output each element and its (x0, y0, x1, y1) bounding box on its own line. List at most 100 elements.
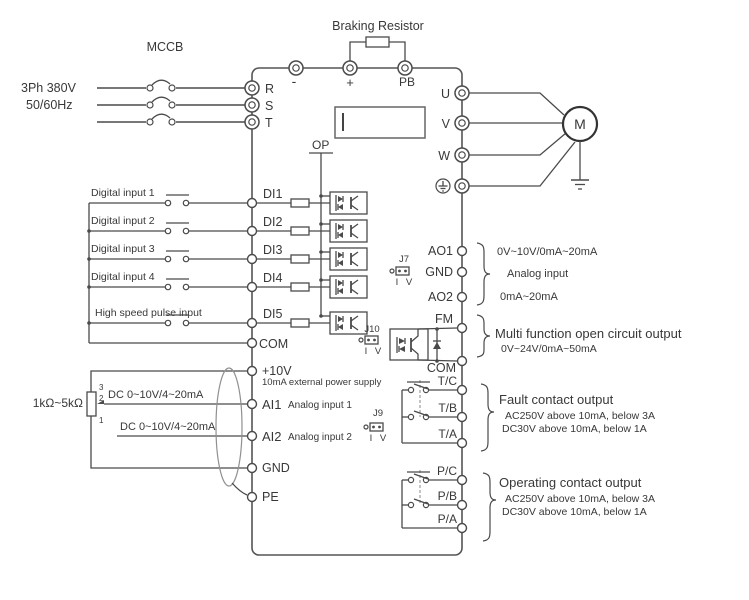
earth-icon (571, 141, 589, 190)
terminal-TA-label: T/A (438, 427, 457, 441)
di3-label: Digital input 3 (91, 243, 155, 255)
terminal-PB-relay-label: P/B (438, 489, 457, 503)
zener-diode-icon (433, 327, 441, 363)
terminal-S-label: S (265, 99, 273, 113)
terminal-PE (246, 491, 258, 503)
terminal-PB-label: PB (399, 75, 415, 89)
optocoupler-icon (329, 311, 368, 335)
terminal-DI3 (246, 253, 258, 265)
fm-spec: 0V~24V/0mA~50mA (501, 343, 597, 355)
terminal-DI2-label: DI2 (263, 215, 283, 229)
fault-brace-icon (480, 383, 495, 452)
terminal-PE-label: PE (262, 490, 279, 504)
digital-input-row-2: Digital input 2 DI2 (89, 215, 368, 243)
terminal-W (454, 147, 470, 163)
fault-spec1: AC250V above 10mA, below 3A (505, 410, 655, 422)
no-contact-icon (407, 410, 430, 421)
terminal-AO1 (456, 245, 468, 257)
digital-input-row-1: Digital input 1 DI1 (89, 187, 368, 215)
terminal-plus-label: + (346, 75, 354, 90)
freq-label: 50/60Hz (26, 98, 73, 112)
terminal-U-label: U (441, 87, 450, 101)
terminal-10V (246, 365, 258, 377)
terminal-COM-left-label: COM (259, 337, 288, 351)
terminal-FM (456, 322, 468, 334)
j10-label: J10 (364, 324, 379, 335)
digital-com-row: COM (89, 337, 288, 351)
terminal-V-label: V (442, 117, 451, 131)
braking-resistor: Braking Resistor - + PB (288, 19, 424, 90)
terminal-PC (456, 474, 468, 486)
digital-input-row-5: High speed pulse input DI5 (89, 307, 368, 335)
jumper-icon (389, 266, 410, 276)
mccb-label: MCCB (147, 40, 184, 54)
terminal-T (244, 114, 260, 130)
di1-label: Digital input 1 (91, 187, 155, 199)
di2-label: Digital input 2 (91, 215, 155, 227)
switch-icon (164, 278, 190, 291)
digital-input-row-3: Digital input 3 DI3 (89, 243, 368, 271)
nc-contact-icon (407, 471, 430, 484)
j7-option-i: I (396, 277, 399, 288)
terminal-AI1-label: AI1 (262, 397, 282, 412)
j9-label: J9 (373, 408, 383, 419)
terminal-R-label: R (265, 82, 274, 96)
ground-wire (469, 141, 576, 187)
shield-icon (215, 367, 243, 487)
fm-optocoupler-icon (389, 328, 429, 361)
ground-symbol-icon (435, 178, 451, 194)
jumper-icon (363, 422, 384, 432)
terminal-V (454, 115, 470, 131)
terminal-AI1-desc: Analog input 1 (288, 400, 352, 411)
terminal-DI4 (246, 281, 258, 293)
fm-output: J10 I V FM COM Multi fu (358, 312, 682, 375)
terminal-DI2 (246, 225, 258, 237)
fm-brace-icon (476, 314, 491, 358)
digital-input-row-4: Digital input 4 DI4 (89, 271, 368, 299)
terminal-FM-label: FM (435, 312, 453, 326)
phase-label: 3Ph 380V (21, 81, 77, 95)
operating-brace-icon (482, 472, 497, 542)
terminal-PA-label: P/A (438, 512, 457, 526)
terminal-COM-right (456, 355, 468, 367)
ao1-note: 0V~10V/0mA~20mA (497, 246, 598, 258)
terminal-TB-label: T/B (438, 401, 457, 415)
terminal-10V-desc: 10mA external power supply (262, 377, 382, 388)
terminal-AI2 (246, 430, 258, 442)
no-contact-icon (407, 498, 430, 509)
jumper-j9: J9 I V (363, 408, 387, 444)
ao2-note: 0mA~20mA (500, 291, 558, 303)
jumper-icon (358, 335, 379, 345)
analog-outputs: AO1 GND AO2 J7 I V 0V~10V/0mA~20mA Analo… (389, 242, 598, 306)
keypad-panel: OP (309, 106, 426, 316)
j7-option-v: V (406, 277, 413, 288)
terminal-minus-label: - (292, 73, 297, 89)
ai2-range-label: DC 0~10V/4~20mA (120, 421, 216, 433)
terminal-TA (456, 437, 468, 449)
terminal-ground (454, 178, 470, 194)
u-wire (469, 92, 565, 116)
operating-spec2: DC30V above 10mA, below 1A (502, 506, 647, 518)
terminal-GND-right (456, 266, 468, 278)
terminal-DI1 (246, 197, 258, 209)
w-wire (469, 132, 567, 156)
op-label: OP (312, 138, 329, 152)
operating-relay: P/C P/B P/A Operating contact output AC2… (401, 464, 655, 542)
terminal-minus (288, 60, 304, 76)
terminal-DI5 (246, 317, 258, 329)
optocoupler-icon (329, 219, 368, 243)
analog-out-brace-icon (476, 242, 491, 306)
terminal-TB (456, 411, 468, 423)
terminal-AI1 (246, 398, 258, 410)
optocoupler-icon (329, 191, 368, 215)
switch-icon (164, 250, 190, 263)
fault-relay: T/C T/B T/A Fault contact output AC250V … (401, 374, 655, 452)
optocoupler-icon (329, 247, 368, 271)
terminal-COM-right-label: COM (427, 361, 456, 375)
di4-label: Digital input 4 (91, 271, 155, 283)
j7-label: J7 (399, 254, 409, 265)
j10-option-v: V (375, 346, 382, 357)
terminal-AO2 (456, 291, 468, 303)
operating-spec1: AC250V above 10mA, below 3A (505, 493, 655, 505)
